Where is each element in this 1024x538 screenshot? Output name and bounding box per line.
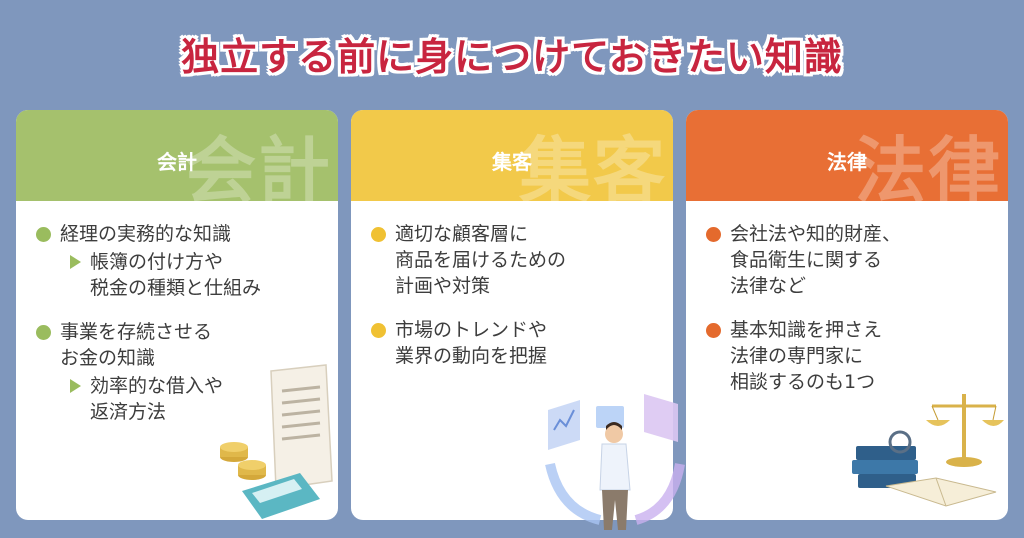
card-body: 会社法や知的財産、 食品衛生に関する 法律など 基本知識を押さえ 法律の専門家に… <box>686 201 1008 520</box>
item-text: 会社法や知的財産、 <box>730 223 902 245</box>
bullet-icon <box>706 323 721 338</box>
bullet-icon <box>36 227 51 242</box>
card-header: 会計 会計 <box>16 110 338 201</box>
card-title: 集客 <box>492 150 532 174</box>
card-watermark: 会計 <box>183 129 332 201</box>
item-text: 商品を届けるための <box>395 249 567 271</box>
bullet-icon <box>36 325 51 340</box>
sub-item-text: 帳簿の付け方や <box>90 251 224 273</box>
card-accounting: 会計 会計 経理の実務的な知識 帳簿の付け方や 税金の種類と仕組み 事業を存続さ… <box>16 110 338 520</box>
list-item: 会社法や知的財産、 食品衛生に関する 法律など <box>706 221 990 299</box>
law-books-scales-illustration <box>852 394 1004 507</box>
card-body: 適切な顧客層に 商品を届けるための 計画や対策 市場のトレンドや 業界の動向を把… <box>351 201 673 520</box>
item-text: 経理の実務的な知識 <box>60 223 232 245</box>
card-body: 経理の実務的な知識 帳簿の付け方や 税金の種類と仕組み 事業を存続させる お金の… <box>16 201 338 520</box>
item-text: 相談するのも1つ <box>730 371 876 393</box>
item-text: 市場のトレンドや <box>395 319 548 341</box>
bullet-icon <box>371 227 386 242</box>
card-marketing: 集客 集客 適切な顧客層に 商品を届けるための 計画や対策 市場のトレンドや 業… <box>351 110 673 520</box>
item-text: 業界の動向を把握 <box>395 345 548 367</box>
item-text: 法律の専門家に <box>730 345 864 367</box>
item-text: 基本知識を押さえ <box>730 319 883 341</box>
card-header: 法律 法律 <box>686 110 1008 201</box>
receipt-coins-calculator-illustration <box>220 364 333 519</box>
sub-item: 効率的な借入や 返済方法 <box>70 373 320 425</box>
item-text: 法律など <box>730 275 807 297</box>
bullet-icon <box>371 323 386 338</box>
item-text: 適切な顧客層に <box>395 223 529 245</box>
sub-item: 帳簿の付け方や 税金の種類と仕組み <box>70 249 320 301</box>
card-header: 集客 集客 <box>351 110 673 201</box>
sub-item-text: 税金の種類と仕組み <box>90 277 262 299</box>
card-title: 法律 <box>827 150 867 174</box>
list-item: 経理の実務的な知識 帳簿の付け方や 税金の種類と仕組み <box>36 221 320 301</box>
list-item: 市場のトレンドや 業界の動向を把握 <box>371 317 655 369</box>
bullet-icon <box>706 227 721 242</box>
item-text: 食品衛生に関する <box>730 249 883 271</box>
sub-item-text: 返済方法 <box>90 401 167 423</box>
triangle-bullet-icon <box>70 255 81 269</box>
list-item: 事業を存続させる お金の知識 効率的な借入や 返済方法 <box>36 319 320 425</box>
list-item: 基本知識を押さえ 法律の専門家に 相談するのも1つ <box>706 317 990 395</box>
item-text: 事業を存続させる <box>60 321 213 343</box>
item-text: お金の知識 <box>60 347 156 369</box>
page-title: 独立する前に身につけておきたい知識 <box>181 35 843 79</box>
triangle-bullet-icon <box>70 379 81 393</box>
card-watermark: 法律 <box>853 129 1002 201</box>
card-watermark: 集客 <box>518 129 667 201</box>
sub-item-text: 効率的な借入や <box>90 375 224 397</box>
item-text: 計画や対策 <box>395 275 491 297</box>
card-law: 法律 法律 会社法や知的財産、 食品衛生に関する 法律など 基本知識を押さえ 法… <box>686 110 1008 520</box>
card-title: 会計 <box>157 150 197 174</box>
businessman-hologram-illustration <box>545 394 685 530</box>
list-item: 適切な顧客層に 商品を届けるための 計画や対策 <box>371 221 655 299</box>
